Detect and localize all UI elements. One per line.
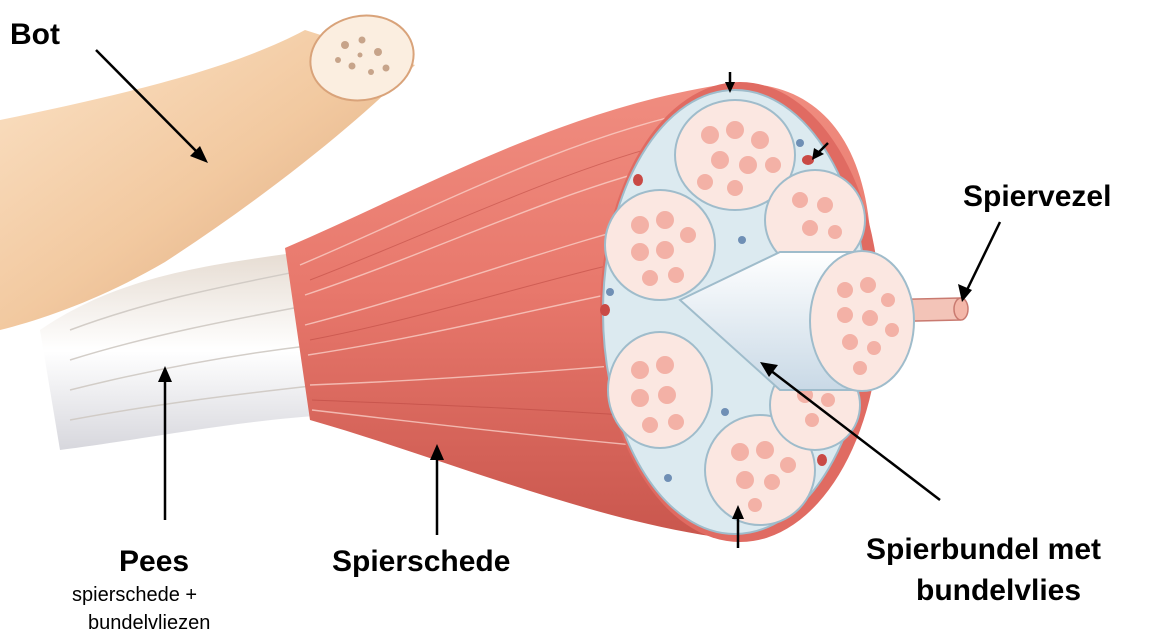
label-bot: Bot: [10, 18, 60, 53]
label-spierbundel-line2: bundelvlies: [916, 574, 1081, 609]
label-pees-sub-line1: spierschede +: [72, 584, 197, 607]
label-spiervezel: Spiervezel: [963, 180, 1111, 215]
label-spierbundel-line1: Spierbundel met: [866, 533, 1101, 568]
label-spierschede: Spierschede: [332, 545, 510, 580]
label-pees-sub-line2: bundelvliezen: [88, 612, 210, 635]
arrow-spiervezel: [966, 222, 1000, 292]
label-pees: Pees: [119, 545, 189, 580]
